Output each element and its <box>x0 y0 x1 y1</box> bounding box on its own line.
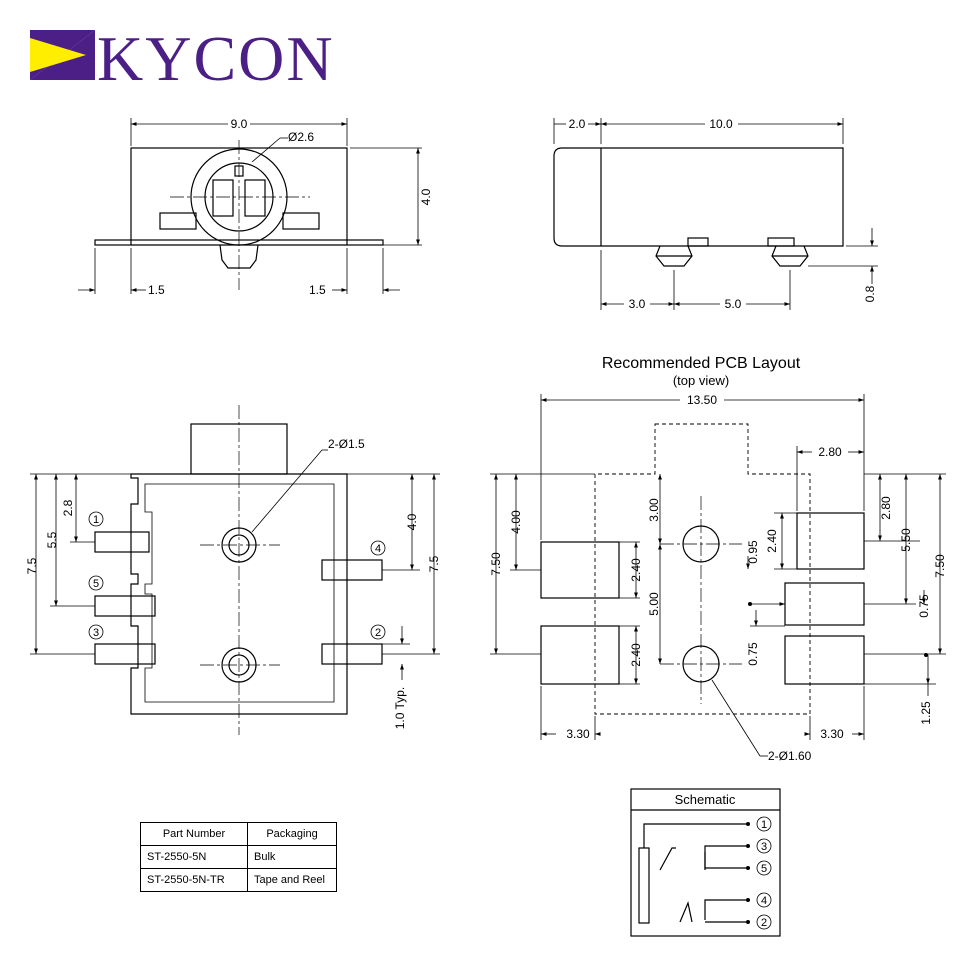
dim-bottom-typ: 1.0 Typ. <box>393 687 407 729</box>
svg-text:2: 2 <box>375 627 381 639</box>
side-view: 2.0 10.0 3.0 5.0 0.8 <box>553 117 878 311</box>
bottom-view: 1 5 3 4 2 2-Ø1.5 7.5 5.5 2.8 4.0 7.5 1.0… <box>25 405 441 735</box>
parts-table-header: Part Number Packaging <box>140 822 337 846</box>
dim-bottom-e: 7.5 <box>427 555 441 572</box>
schematic-pin-5: 5 <box>756 860 772 876</box>
dim-front-height: 4.0 <box>419 188 433 205</box>
pcb-title: Recommended PCB Layout <box>602 355 801 372</box>
svg-text:1: 1 <box>93 514 99 526</box>
dim-pcb-r-gap2: 0.75 <box>746 642 760 666</box>
dim-bottom-d: 4.0 <box>405 513 419 530</box>
schematic-pin-1: 1 <box>756 816 772 832</box>
dim-pcb-gap1: 0.95 <box>746 540 760 564</box>
dim-bottom-b: 5.5 <box>45 531 59 548</box>
svg-text:1: 1 <box>761 819 767 831</box>
dim-bottom-holes: 2-Ø1.5 <box>328 437 365 451</box>
dim-pcb-pad-h3: 2.40 <box>765 529 779 553</box>
dim-pcb-left-h: 7.50 <box>489 552 503 576</box>
dim-pcb-width: 13.50 <box>687 393 717 407</box>
schematic-pin-2: 2 <box>756 914 772 930</box>
svg-text:5: 5 <box>761 863 767 875</box>
pin-marker-5: 5 <box>88 575 104 591</box>
dim-pcb-right-pad: 2.80 <box>818 445 842 459</box>
dim-front-right: 1.5 <box>309 283 326 297</box>
header-part-number: Part Number <box>140 822 248 846</box>
dim-side-front: 2.0 <box>569 117 586 131</box>
svg-text:2: 2 <box>761 917 767 929</box>
dim-side-pin2: 5.0 <box>725 297 742 311</box>
front-view: 9.0 Ø2.6 4.0 1.5 1.5 <box>78 117 433 297</box>
schematic: Schematic 1 3 5 4 2 <box>630 788 781 937</box>
svg-text:4: 4 <box>761 895 767 907</box>
dim-pcb-r-all: 7.50 <box>933 554 947 578</box>
table-row: ST-2550-5N-TR Tape and Reel <box>140 868 337 892</box>
dim-pcb-holes: 2-Ø1.60 <box>768 749 812 763</box>
pin-marker-2: 2 <box>370 624 386 640</box>
dim-pcb-pad-h2: 2.40 <box>629 643 643 667</box>
pcb-layout: Recommended PCB Layout (top view) 13.50 … <box>489 355 947 763</box>
schematic-pin-3: 3 <box>756 838 772 854</box>
dim-pcb-center-mid: 5.00 <box>647 592 661 616</box>
dim-pcb-left-bottom: 3.30 <box>566 727 590 741</box>
svg-text:4: 4 <box>375 543 381 555</box>
part-number-cell: ST-2550-5N <box>140 845 248 869</box>
svg-text:5: 5 <box>93 578 99 590</box>
dim-front-left: 1.5 <box>148 283 165 297</box>
parts-table: Part Number Packaging ST-2550-5N Bulk ST… <box>140 822 337 892</box>
dim-pcb-r-top: 2.80 <box>879 496 893 520</box>
dim-bottom-a: 2.8 <box>61 499 75 516</box>
schematic-title: Schematic <box>675 792 736 807</box>
svg-text:3: 3 <box>93 627 99 639</box>
dim-pcb-r-mid: 5.50 <box>899 528 913 552</box>
dim-front-diameter: Ø2.6 <box>288 130 314 144</box>
header-packaging: Packaging <box>247 822 337 846</box>
dim-pcb-right-bottom: 3.30 <box>820 727 844 741</box>
kycon-logo: KYCON <box>30 23 335 94</box>
svg-text:3: 3 <box>761 841 767 853</box>
pin-marker-3: 3 <box>88 624 104 640</box>
dim-pcb-r-bot: 1.25 <box>919 701 933 725</box>
dim-front-width: 9.0 <box>231 117 248 131</box>
packaging-cell: Bulk <box>247 845 337 869</box>
dim-side-pin1: 3.0 <box>629 297 646 311</box>
dim-pcb-center-top: 3.00 <box>647 498 661 522</box>
dim-pcb-r-gap: 0.75 <box>917 594 931 618</box>
brand-name: KYCON <box>97 23 335 94</box>
dim-pcb-pad-h1: 2.40 <box>629 558 643 582</box>
part-number-cell: ST-2550-5N-TR <box>140 868 248 892</box>
dim-side-length: 10.0 <box>709 117 733 131</box>
packaging-cell: Tape and Reel <box>247 868 337 892</box>
pin-marker-4: 4 <box>370 540 386 556</box>
pin-marker-1: 1 <box>88 511 104 527</box>
table-row: ST-2550-5N Bulk <box>140 845 337 869</box>
dim-bottom-c: 7.5 <box>25 557 39 574</box>
pcb-subtitle: (top view) <box>673 373 729 388</box>
dim-side-depth: 0.8 <box>863 285 877 302</box>
dim-pcb-left-top: 4.00 <box>509 510 523 534</box>
schematic-pin-4: 4 <box>756 892 772 908</box>
